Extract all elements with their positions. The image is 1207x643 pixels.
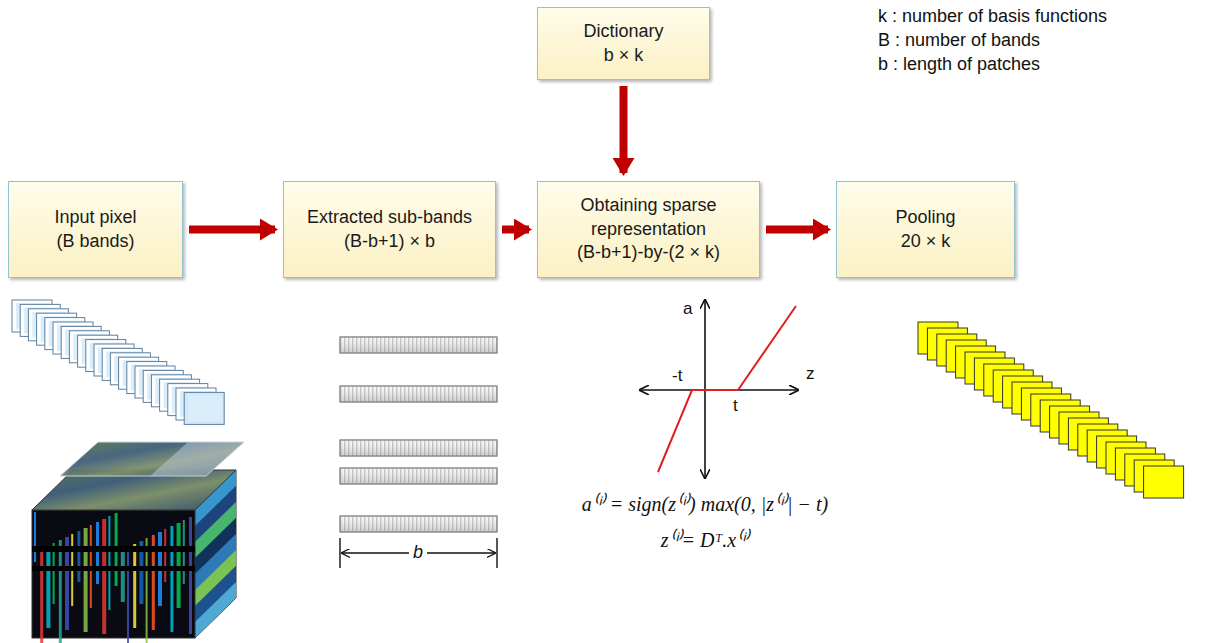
- legend-note: b : length of patches: [878, 54, 1040, 76]
- cube-spectral-stripe: [170, 526, 173, 632]
- cube-spectral-stripe: [59, 540, 62, 643]
- dimension-tick: [339, 538, 340, 568]
- cube-spectral-stripe: [102, 519, 106, 634]
- band-layer: [184, 392, 224, 424]
- dimension-tick: [496, 538, 497, 568]
- cube-spectral-stripe: [189, 517, 192, 634]
- cube-spectral-stripe: [121, 550, 125, 602]
- sub-band-shade: [340, 337, 497, 353]
- sub-band-bar: [340, 386, 497, 402]
- cube-spectral-stripe: [77, 531, 80, 582]
- band-stack: [12, 300, 224, 424]
- box-title: Dictionary: [583, 20, 663, 43]
- axis-label: a: [683, 299, 692, 319]
- box-title: Extracted sub-bands: [307, 206, 472, 229]
- sub-band-shade: [340, 440, 497, 456]
- flow-arrow: [620, 86, 628, 173]
- legend-note: k : number of basis functions: [878, 6, 1107, 28]
- image-layer-highlight: [150, 442, 244, 476]
- sub-band-ticks: [340, 337, 497, 353]
- process-box: Extracted sub-bands(B-b+1) × b: [283, 181, 496, 278]
- cube-spectral-stripe: [53, 543, 55, 604]
- threshold-label: t: [733, 396, 738, 416]
- sub-band-ticks: [340, 468, 497, 484]
- box-dimension: (B-b+1) × b: [344, 230, 435, 253]
- sub-band-ticks: [340, 440, 497, 456]
- threshold-curve: [658, 306, 796, 472]
- image-layer: [60, 442, 244, 476]
- sub-band-ticks: [340, 516, 497, 532]
- cube-spectral-stripe: [133, 544, 136, 628]
- dimension-label: b: [409, 542, 427, 564]
- box-dimension: 20 × k: [901, 230, 951, 253]
- flow-arrow: [766, 226, 828, 234]
- cube-spectral-stripe: [96, 522, 99, 584]
- box-dimension: b × k: [604, 44, 644, 67]
- sub-band-shade: [340, 386, 497, 402]
- cube-spectral-stripe: [46, 546, 50, 628]
- pooled-layer: [1144, 466, 1184, 498]
- cube-spectral-stripe: [127, 547, 129, 643]
- sub-band-ticks: [340, 386, 497, 402]
- dictionary-box: Dictionaryb × k: [537, 7, 710, 80]
- flow-arrow: [502, 226, 529, 234]
- cube-spectral-stripe: [108, 516, 110, 610]
- box-dimension: (B-b+1)-by-(2 × k): [577, 241, 720, 264]
- process-box: Pooling20 × k: [836, 181, 1015, 278]
- soft-threshold-plot: [640, 300, 798, 478]
- legend-note: B : number of bands: [878, 30, 1040, 52]
- patch-length-dimension: [340, 538, 497, 568]
- cube-dark-band: [32, 546, 195, 552]
- hyperspectral-cube: [32, 442, 244, 643]
- process-box: Obtaining sparse representation(B-b+1)-b…: [537, 181, 760, 278]
- threshold-label: -t: [672, 366, 682, 386]
- sub-band-bar: [340, 468, 497, 484]
- cube-spectral-stripe: [177, 523, 181, 608]
- formula: z⁽ⁱ⁾= Dᵀ.x⁽ⁱ⁾: [661, 528, 749, 552]
- flow-arrow: [189, 226, 275, 234]
- process-box: Input pixel(B bands): [8, 181, 183, 278]
- cube-dark-band: [32, 566, 195, 571]
- sub-band-bar: [340, 516, 497, 532]
- pooled-stack: [918, 322, 1184, 498]
- sub-band-bar: [340, 440, 497, 456]
- cube-spectral-stripe: [146, 538, 148, 643]
- box-dimension: (B bands): [56, 230, 134, 253]
- box-title: Pooling: [895, 206, 955, 229]
- sub-band-bar: [340, 337, 497, 353]
- band-layer-fill: [188, 395, 222, 421]
- cube-spectral-stripe: [40, 549, 43, 643]
- cube-spectral-stripe: [84, 528, 88, 632]
- axis-label: z: [806, 364, 815, 384]
- cube-side-band: [195, 582, 236, 638]
- cube-spectral-stripe: [34, 512, 36, 562]
- box-title: Obtaining sparse representation: [548, 194, 749, 241]
- cube-front: [32, 510, 195, 638]
- box-title: Input pixel: [54, 206, 136, 229]
- sub-band-bars: [340, 337, 497, 532]
- cube-spectral-stripe: [164, 529, 166, 582]
- formula: a⁽ⁱ⁾ = sign(z⁽ⁱ⁾) max(0, |z⁽ⁱ⁾| − t): [582, 492, 828, 516]
- sub-band-shade: [340, 468, 497, 484]
- band-layer-face: [184, 392, 224, 424]
- sub-band-shade: [340, 516, 497, 532]
